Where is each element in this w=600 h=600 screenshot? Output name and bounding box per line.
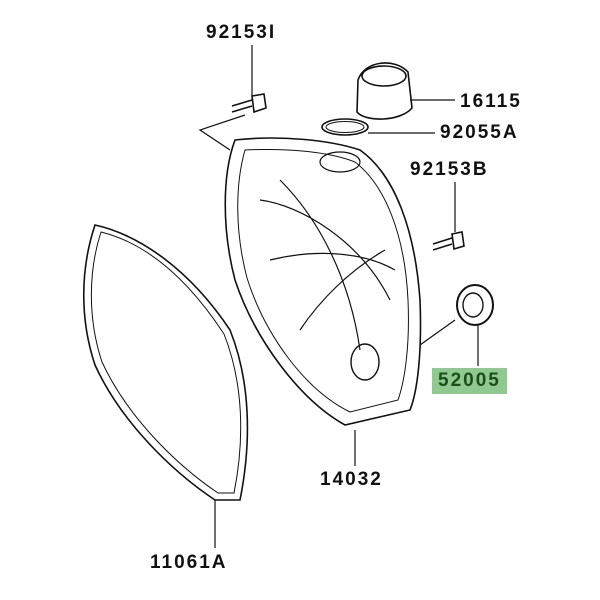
bolt-92153I bbox=[231, 93, 267, 114]
part-label-92055A[interactable]: 92055A bbox=[440, 122, 519, 143]
part-label-92153B[interactable]: 92153B bbox=[410, 159, 489, 180]
part-label-92153I[interactable]: 92153I bbox=[206, 22, 277, 43]
bolt-92153B bbox=[432, 231, 465, 251]
part-label-52005-highlighted[interactable]: 52005 bbox=[432, 368, 507, 394]
part-label-16115[interactable]: 16115 bbox=[460, 91, 522, 112]
gasket bbox=[83, 224, 249, 501]
oil-seal bbox=[456, 284, 494, 326]
part-label-11061A[interactable]: 11061A bbox=[150, 552, 228, 573]
part-label-14032[interactable]: 14032 bbox=[320, 469, 383, 490]
o-ring bbox=[321, 118, 369, 136]
clutch-cover bbox=[224, 137, 422, 426]
filler-cap bbox=[356, 62, 413, 120]
